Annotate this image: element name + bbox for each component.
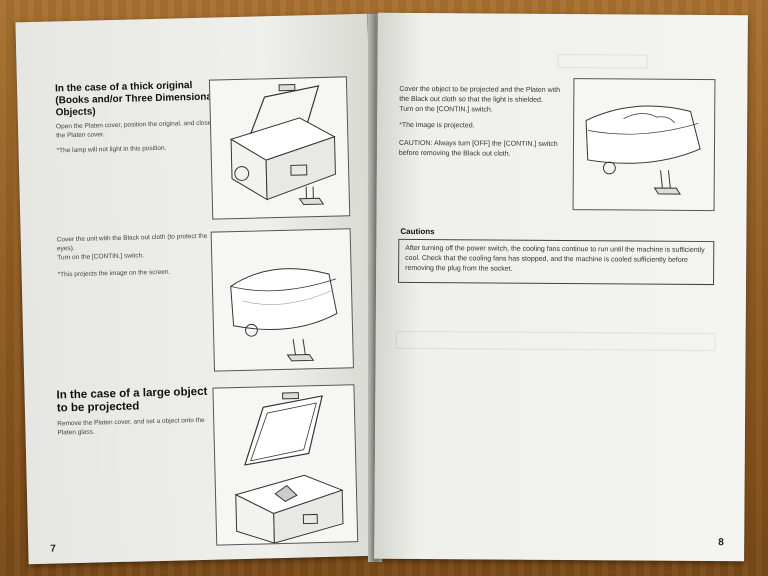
cautions-body: After turning off the power switch, the … [405, 244, 705, 273]
projector-covered-object-drawing [585, 105, 701, 195]
section-note: *The image is projected. [399, 121, 475, 130]
section-title: In the case of a thick original (Books a… [54, 80, 215, 119]
cautions-heading: Cautions [400, 227, 434, 236]
projector-open-cover-drawing [229, 83, 336, 206]
section-body-2: Turn on the [CONTIN.] switch. [399, 105, 493, 114]
section-large-object: In the case of a large object to be proj… [56, 386, 217, 438]
bleed-through [557, 53, 648, 69]
bleed-through [395, 330, 716, 352]
page-number-left: 7 [50, 543, 57, 555]
illustration-covered-unit [210, 228, 354, 372]
section-thick-original: In the case of a thick original (Books a… [55, 80, 217, 156]
cautions-box: After turning off the power switch, the … [398, 238, 715, 286]
illustration-open-cover [208, 76, 351, 220]
section-title: In the case of a large object to be proj… [56, 385, 208, 415]
section-body: Cover the object to be projected and the… [399, 85, 561, 104]
projector-cover-removed-drawing [234, 392, 344, 544]
illustration-covered-object [572, 78, 716, 212]
section-body: Open the Platen cover, position the orig… [55, 119, 212, 140]
projector-covered-drawing [230, 268, 338, 362]
section-body: Remove the Platen cover, and set a objec… [57, 416, 205, 437]
section-note: *This projects the image on the screen. [57, 268, 171, 279]
right-page: Cover the object to be projected and the… [374, 12, 748, 562]
left-page: In the case of a thick original (Books a… [15, 13, 381, 565]
section-note: *The lamp will not light in this positio… [56, 144, 167, 155]
section-caution: CAUTION: Always turn [OFF] the [CONTIN.]… [398, 139, 558, 158]
cautions-title: Cautions [400, 226, 435, 237]
illustration-removed-cover [212, 384, 359, 546]
section-cover-object: Cover the object to be projected and the… [399, 85, 568, 160]
page-number-right: 8 [718, 537, 724, 549]
section-cover-cloth: Cover the unit with the Black out cloth … [57, 232, 218, 280]
